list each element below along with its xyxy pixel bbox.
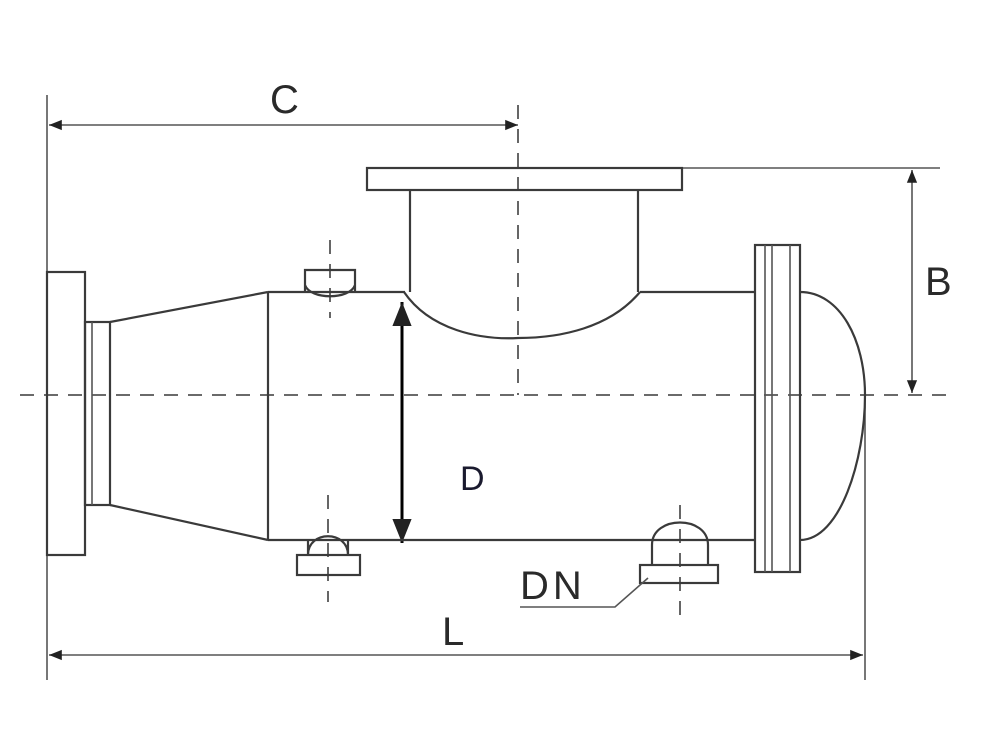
drain-flange-right	[638, 563, 720, 585]
cover-flange	[753, 243, 802, 574]
outlet-nozzle	[403, 190, 641, 340]
dimension-d-label: D	[460, 460, 485, 498]
vent-nozzle	[303, 268, 357, 298]
dn-label: DN	[520, 564, 586, 608]
drain-flange-left	[295, 553, 362, 577]
dn-leader-line	[520, 577, 649, 608]
filter-body	[268, 290, 755, 542]
outlet-flange	[365, 166, 684, 192]
dimension-l-label: L	[442, 610, 465, 654]
reducer-cone	[109, 290, 270, 542]
drain-nozzle-left	[306, 535, 350, 556]
inlet-flange-face	[83, 320, 112, 507]
dimension-c-label: C	[270, 78, 299, 122]
drain-nozzle-right	[650, 521, 710, 565]
dimension-b-label: B	[925, 260, 952, 304]
inlet-flange	[45, 270, 87, 557]
dome-cover	[799, 290, 867, 542]
